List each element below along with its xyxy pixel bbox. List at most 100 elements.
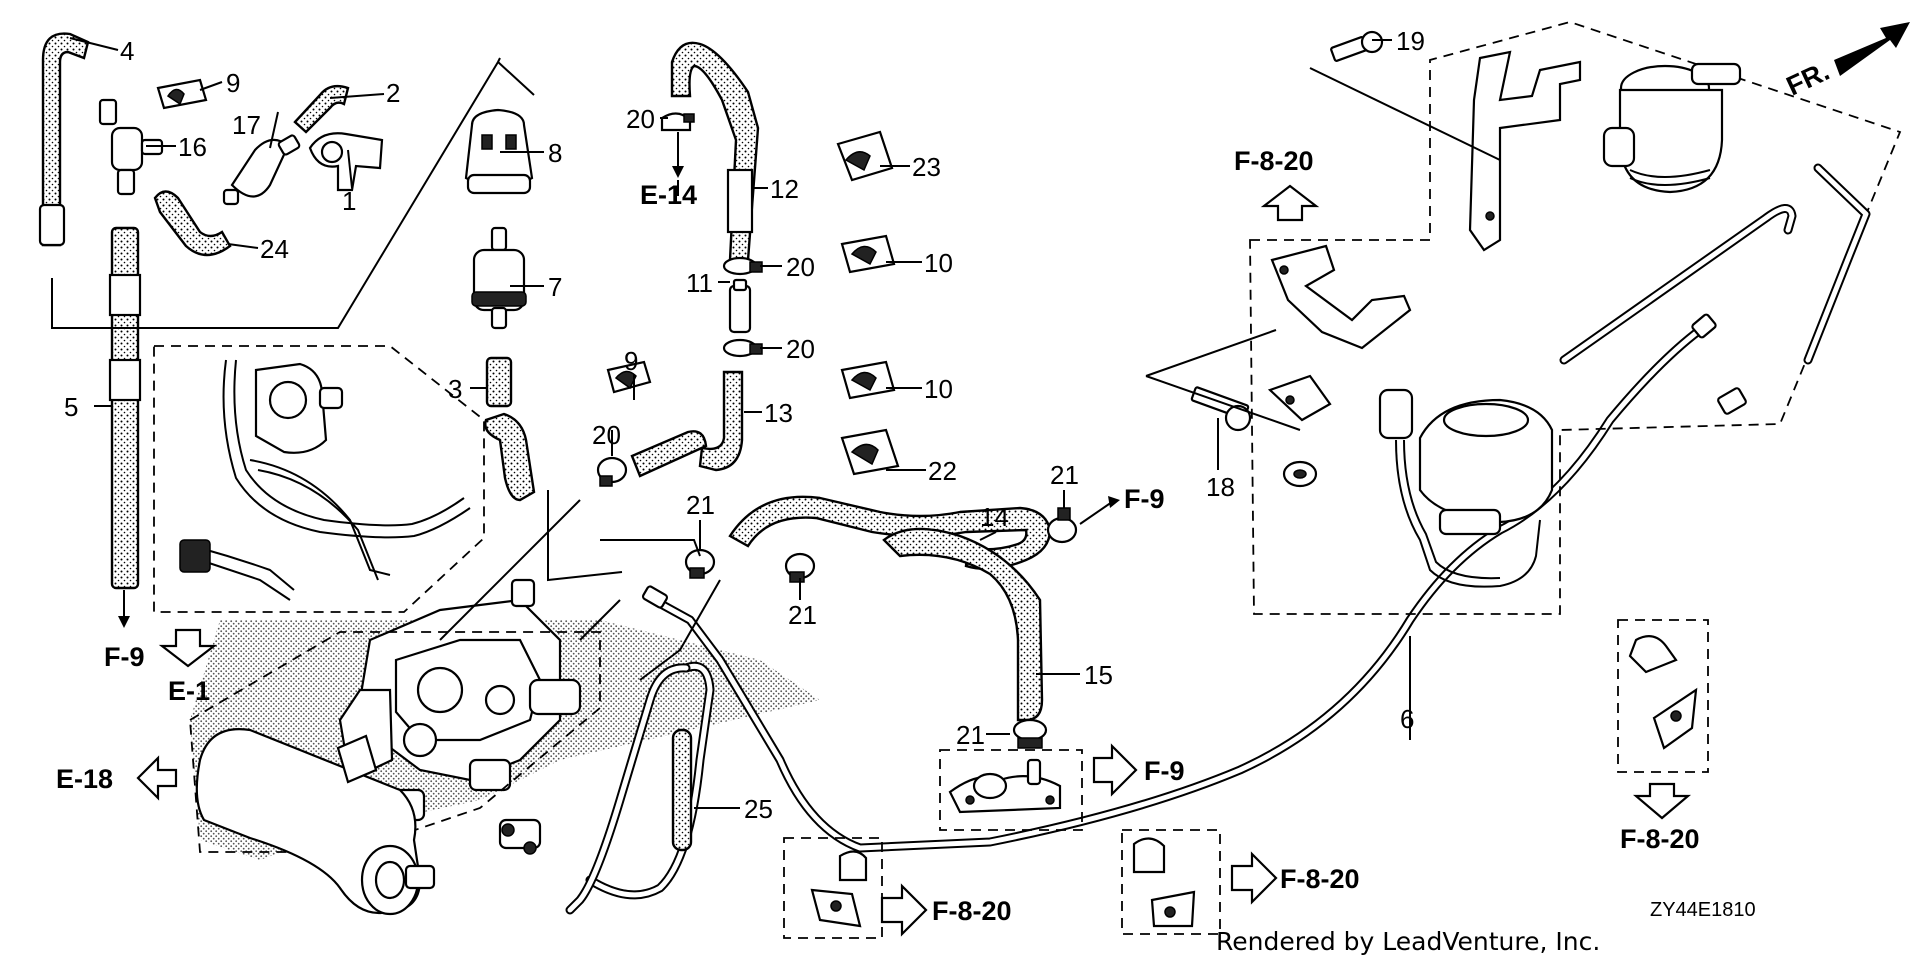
pressure-unit xyxy=(948,758,1062,814)
callout-14: 14 xyxy=(980,502,1009,532)
bracket-right xyxy=(1628,635,1698,750)
leader-line-18b xyxy=(1145,375,1301,431)
ref-f820-top: F-8-20 xyxy=(1234,146,1314,176)
joint-11 xyxy=(728,278,752,334)
ref-f820-right: F-8-20 xyxy=(1620,824,1700,854)
ref-e1: E-1 xyxy=(168,676,210,706)
callout-19: 19 xyxy=(1396,26,1425,56)
callout-box-bracket-right xyxy=(1617,619,1709,773)
ref-e18: E-18 xyxy=(56,764,113,794)
callout-box-bracket-left xyxy=(783,837,883,939)
callout-8: 8 xyxy=(548,138,562,168)
hose-12 xyxy=(670,41,760,262)
callout-18: 18 xyxy=(1206,472,1235,502)
grommet-right xyxy=(1282,460,1318,488)
vent-tube-right xyxy=(1559,163,1871,415)
leader-line-19 xyxy=(1309,67,1501,161)
clip-9-mid xyxy=(606,360,652,394)
fuel-line-6 xyxy=(641,313,1717,853)
callout-2: 2 xyxy=(386,78,400,108)
leader-line-d xyxy=(579,599,621,641)
ref-arrow-e18 xyxy=(136,755,178,801)
clamp-20-b xyxy=(722,256,763,276)
hose-20d-short xyxy=(630,430,708,478)
callout-11: 11 xyxy=(686,268,713,298)
ref-arrow-f9-mid xyxy=(1092,743,1138,797)
callout-17: 17 xyxy=(232,110,261,140)
callout-23: 23 xyxy=(912,152,941,182)
throttle-body xyxy=(179,359,471,601)
callout-16: 16 xyxy=(178,132,207,162)
callout-box-pressure xyxy=(939,749,1083,831)
clip-1 xyxy=(308,132,384,192)
callout-10-b: 10 xyxy=(924,374,953,404)
callout-22: 22 xyxy=(928,456,957,486)
clamp-21-d xyxy=(1012,718,1048,749)
callout-3: 3 xyxy=(448,374,462,404)
diagram-code: ZY44E1810 xyxy=(1650,899,1756,921)
ref-arrow-f9-right xyxy=(1108,496,1120,508)
front-arrow-icon xyxy=(1834,22,1910,76)
ref-f9-left: F-9 xyxy=(104,642,145,672)
callout-20-b: 20 xyxy=(786,252,815,282)
bracket-left xyxy=(810,850,868,928)
callout-25: 25 xyxy=(744,794,773,824)
ref-arrow-f820-right xyxy=(1632,782,1692,820)
callout-4: 4 xyxy=(120,36,134,66)
clamp-20-c xyxy=(722,338,763,358)
separator-top xyxy=(1602,62,1742,194)
clamp-20-d xyxy=(596,456,628,487)
ref-arrow-f9-left xyxy=(118,616,130,628)
callout-9-top: 9 xyxy=(226,68,240,98)
ref-arrow-f820-top xyxy=(1260,184,1320,222)
leader-line-18a xyxy=(1145,329,1277,377)
filter-17 xyxy=(222,134,301,206)
lower-bracket xyxy=(1267,244,1412,422)
callout-21-d: 21 xyxy=(956,720,985,750)
callout-15: 15 xyxy=(1084,660,1113,690)
ref-e14: E-14 xyxy=(640,180,697,210)
leader-line-a xyxy=(547,490,623,582)
leader-line-e xyxy=(439,499,581,641)
bracket-mid xyxy=(1132,837,1196,928)
callout-24: 24 xyxy=(260,234,289,264)
callout-20-c: 20 xyxy=(786,334,815,364)
clamp-20-a xyxy=(660,112,695,132)
canister xyxy=(195,728,436,916)
separator-bottom xyxy=(1378,388,1554,588)
ref-arrow-f820-bottom-mid xyxy=(1230,851,1278,905)
strainer-8 xyxy=(464,108,534,195)
hose-25 xyxy=(565,661,715,915)
hose-3 xyxy=(484,356,536,502)
ref-f9-mid: F-9 xyxy=(1144,756,1185,786)
ref-arrow-e14 xyxy=(672,132,684,178)
leader-frame-top xyxy=(51,57,501,329)
ref-f9-right: F-9 xyxy=(1124,484,1165,514)
callout-7: 7 xyxy=(548,272,562,302)
ref-f820-bottom-mid: F-8-20 xyxy=(1280,864,1360,894)
callout-21-a: 21 xyxy=(686,490,715,520)
clip-22 xyxy=(840,428,900,476)
callout-13: 13 xyxy=(764,398,793,428)
leader-line-b xyxy=(600,539,701,557)
clip-10-a xyxy=(840,234,896,274)
hose-24 xyxy=(153,190,232,257)
clip-23 xyxy=(836,130,894,182)
filter-7 xyxy=(471,226,527,330)
callout-21-b: 21 xyxy=(788,600,817,630)
credit-text: Rendered by LeadVenture, Inc. xyxy=(1216,927,1600,956)
clamp-21-b xyxy=(784,552,816,583)
callout-5: 5 xyxy=(64,392,78,422)
clip-10-b xyxy=(840,360,896,400)
hose-4 xyxy=(38,32,90,247)
callout-20-d: 20 xyxy=(592,420,621,450)
callout-20-a: 20 xyxy=(626,104,655,134)
bolt-19 xyxy=(1330,30,1384,62)
upper-bracket xyxy=(1468,50,1582,252)
ref-f820-bottom-left: F-8-20 xyxy=(932,896,1012,926)
callout-9-mid: 9 xyxy=(624,346,638,376)
hose-2 xyxy=(293,84,350,134)
hose-13 xyxy=(698,370,744,472)
clamp-21-c xyxy=(1046,507,1078,544)
